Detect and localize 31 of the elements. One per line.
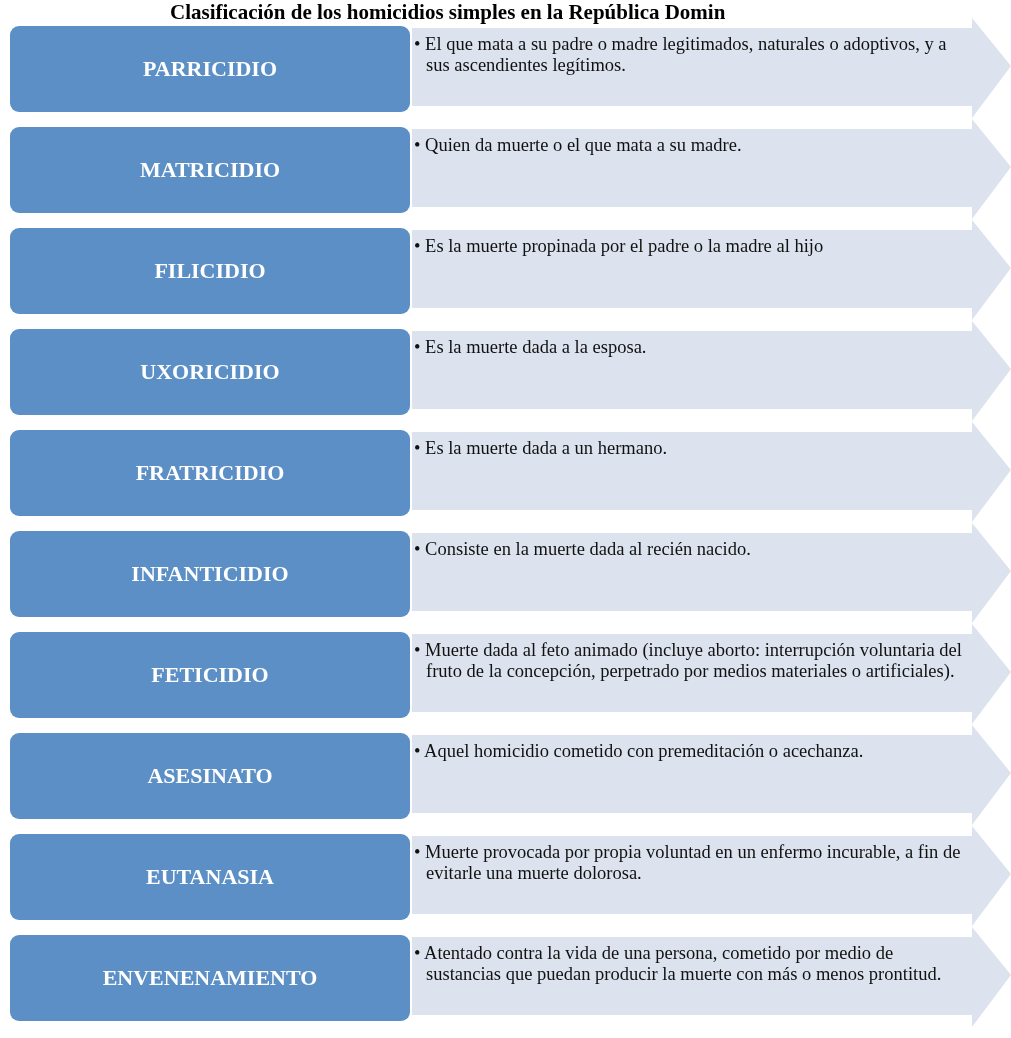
category-box <box>10 632 410 718</box>
category-box <box>10 228 410 314</box>
definition-text: • Es la muerte dada a un hermano. <box>414 438 669 459</box>
category-box <box>10 127 410 213</box>
category-label: FETICIDIO <box>151 662 269 688</box>
category-label: FRATRICIDIO <box>135 460 285 486</box>
title: Clasificación de los homicidios simples en la República Domin <box>170 0 726 25</box>
definition-text: • Muerte provocada por propia voluntad en un enfermo incurable, a fin de evitarle una muerte dolorosa. <box>414 842 962 884</box>
category-label: ENVENENAMIENTO <box>102 965 318 991</box>
category-label: ASESINATO <box>147 763 273 789</box>
definition-text: • Muerte dada al feto animado (incluye aborto: interrupción voluntaria del fruto de la concepción, perpetrado por medios materiales o artificiales). <box>414 640 963 682</box>
definition-text: • Atentado contra la vida de una persona, cometido por medio de sustancias que puedan producir la muerte con más o menos prontitud. <box>414 943 943 985</box>
definition-text: • Es la muerte dada a la esposa. <box>414 337 648 358</box>
definition-text: • Es la muerte propinada por el padre o la madre al hijo <box>414 236 825 257</box>
definition-text: • El que mata a su padre o madre legitimados, naturales o adoptivos, y a sus ascendientes legítimos. <box>414 34 948 76</box>
category-label: FILICIDIO <box>154 258 266 284</box>
category-box <box>10 329 410 415</box>
category-label: INFANTICIDIO <box>131 561 289 587</box>
category-label: PARRICIDIO <box>142 56 277 82</box>
definition-text: • Quien da muerte o el que mata a su madre. <box>414 135 743 156</box>
category-box <box>10 531 410 617</box>
category-box <box>10 430 410 516</box>
category-label: EUTANASIA <box>146 864 274 890</box>
category-label: MATRICIDIO <box>139 157 281 183</box>
category-box <box>10 935 410 1021</box>
definition-text: • Consiste en la muerte dada al recién nacido. <box>414 539 752 560</box>
category-box <box>10 26 410 112</box>
category-box <box>10 834 410 920</box>
category-label: UXORICIDIO <box>140 359 280 385</box>
category-box <box>10 733 410 819</box>
definition-text: • Aquel homicidio cometido con premeditación o acechanza. <box>414 741 865 762</box>
